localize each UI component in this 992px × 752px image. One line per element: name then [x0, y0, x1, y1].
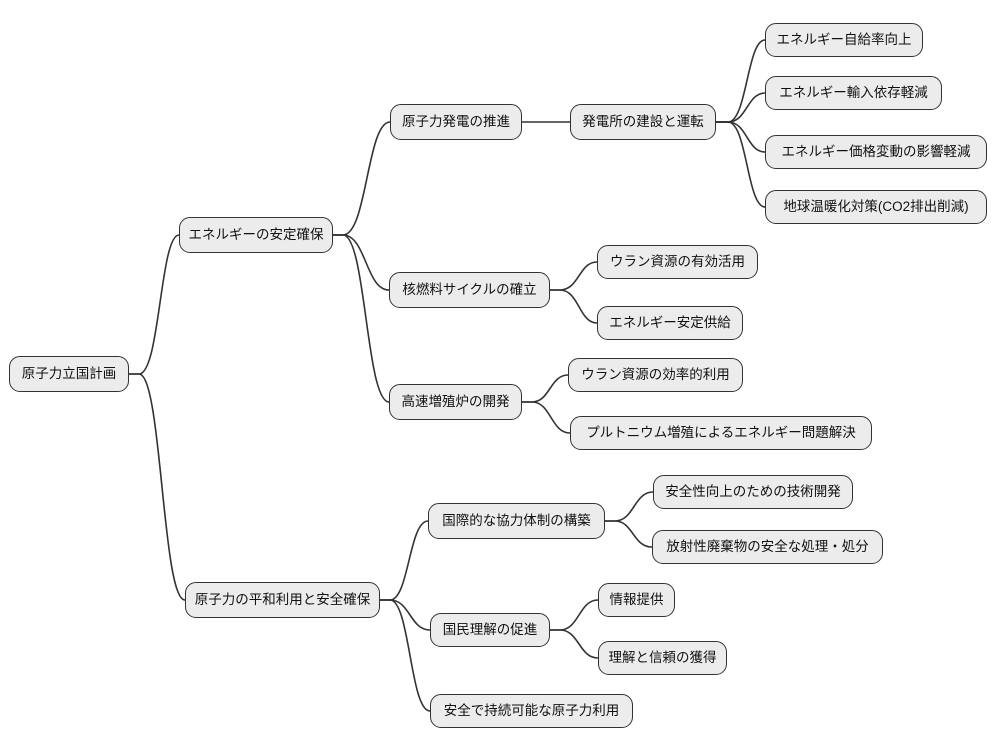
edge-peaceful-to-public: [380, 599, 431, 631]
node-label: 核燃料サイクルの確立: [402, 282, 537, 298]
node-label: 情報提供: [609, 592, 664, 608]
edge-peaceful-to-international: [380, 520, 429, 601]
node-label: 地球温暖化対策(CO2排出削減): [783, 199, 969, 215]
node-label: ウラン資源の有効活用: [610, 254, 745, 270]
node-label: 安全で持続可能な原子力利用: [443, 703, 620, 719]
node-international-cooperation: 国際的な協力体制の構築: [428, 503, 605, 539]
node-label: 放射性廃棄物の安全な処理・処分: [666, 539, 869, 555]
node-label: 発電所の建設と運転: [582, 114, 704, 130]
node-energy-self-sufficiency: エネルギー自給率向上: [765, 23, 923, 57]
node-label: プルトニウム増殖によるエネルギー問題解決: [586, 425, 856, 441]
edge-breeder-to-uranium-efficiency: [522, 374, 569, 403]
edge-root-to-peaceful-use: [129, 373, 186, 601]
node-label: 原子力立国計画: [21, 366, 117, 382]
edge-public-to-trust: [550, 629, 599, 659]
node-plutonium-breeding-solution: プルトニウム増殖によるエネルギー問題解決: [570, 416, 872, 450]
node-label: エネルギー価格変動の影響軽減: [781, 144, 971, 160]
node-import-dependence-reduction: エネルギー輸入依存軽減: [765, 76, 942, 110]
node-information-provision: 情報提供: [598, 583, 675, 617]
edge-plant-to-self-sufficiency: [716, 39, 766, 123]
node-nuclear-fuel-cycle: 核燃料サイクルの確立: [389, 272, 550, 308]
node-peaceful-use-safety: 原子力の平和利用と安全確保: [185, 582, 380, 618]
node-label: 高速増殖炉の開発: [401, 394, 510, 410]
node-label: 安全性向上のための技術開発: [665, 484, 841, 500]
edge-fuel-cycle-to-uranium-use: [550, 261, 598, 291]
edge-fuel-cycle-to-stable-supply: [550, 289, 598, 324]
node-label: ウラン資源の効率的利用: [581, 367, 730, 383]
node-plant-construction-operation: 発電所の建設と運転: [570, 104, 716, 140]
node-label: 理解と信頼の獲得: [608, 650, 717, 666]
node-safety-technology-development: 安全性向上のための技術開発: [653, 475, 853, 509]
node-public-understanding: 国民理解の促進: [430, 613, 550, 647]
node-label: エネルギー自給率向上: [776, 32, 912, 48]
node-price-fluctuation-mitigation: エネルギー価格変動の影響軽減: [765, 135, 987, 169]
edge-international-to-safety-tech: [605, 491, 654, 522]
node-uranium-effective-use: ウラン資源の有効活用: [597, 245, 758, 279]
node-global-warming-countermeasure: 地球温暖化対策(CO2排出削減): [765, 190, 987, 224]
node-safe-sustainable-use: 安全で持続可能な原子力利用: [430, 694, 633, 728]
node-label: エネルギーの安定確保: [188, 227, 324, 243]
node-radioactive-waste-management: 放射性廃棄物の安全な処理・処分: [652, 530, 883, 564]
edge-international-to-waste: [605, 520, 653, 548]
node-uranium-efficient-use: ウラン資源の効率的利用: [568, 358, 743, 392]
edge-public-to-information: [550, 599, 599, 631]
edge-energy-security-to-promotion: [333, 121, 391, 236]
node-label: エネルギー輸入依存軽減: [779, 85, 928, 101]
node-root-nuclear-nation-plan: 原子力立国計画: [9, 356, 129, 392]
edge-plant-to-global-warming: [716, 121, 766, 208]
edge-root-to-energy-security: [129, 234, 180, 375]
edge-peaceful-to-sustainable: [380, 599, 431, 712]
node-label: 国際的な協力体制の構築: [442, 513, 591, 529]
node-label: エネルギー安定供給: [609, 315, 731, 331]
edge-energy-security-to-breeder: [333, 234, 390, 403]
node-energy-stable-supply: エネルギーの安定確保: [179, 217, 333, 253]
node-fast-breeder-reactor: 高速増殖炉の開発: [389, 384, 522, 420]
node-label: 原子力の平和利用と安全確保: [194, 592, 371, 608]
edge-breeder-to-plutonium: [522, 401, 571, 434]
node-promote-nuclear-power: 原子力発電の推進: [390, 104, 522, 140]
node-stable-energy-supply: エネルギー安定供給: [597, 306, 743, 340]
node-label: 国民理解の促進: [442, 622, 538, 638]
node-understanding-trust: 理解と信頼の獲得: [598, 641, 727, 675]
node-label: 原子力発電の推進: [402, 114, 510, 130]
